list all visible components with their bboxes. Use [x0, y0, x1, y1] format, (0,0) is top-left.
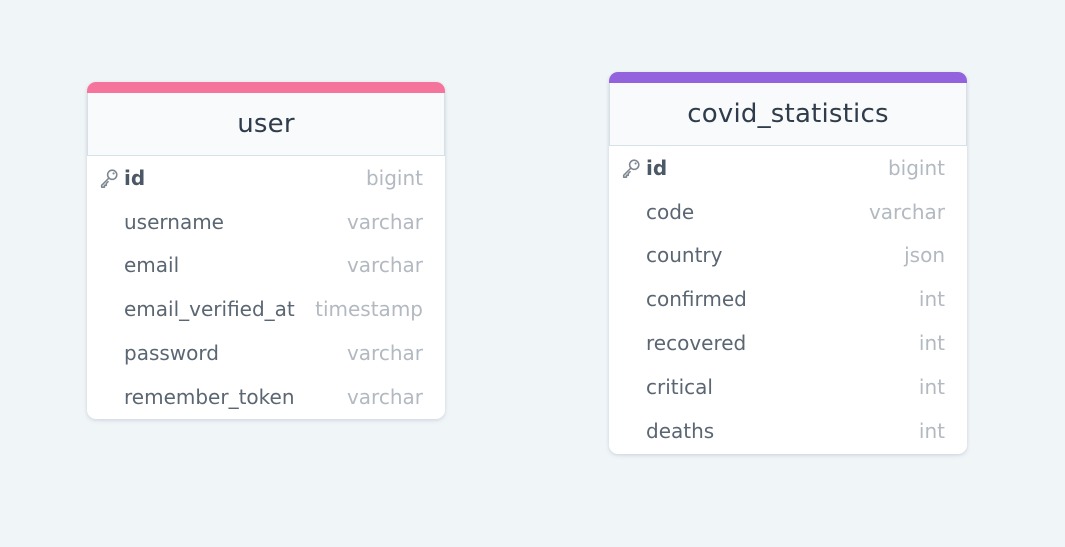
field-name: deaths [646, 418, 715, 443]
field-name: email [124, 253, 180, 278]
field-name: email_verified_at [124, 297, 295, 322]
field-name: username [124, 209, 224, 234]
field-type: varchar [346, 209, 423, 234]
field-name: code [646, 199, 695, 224]
field-row-user-id[interactable]: id bigint [87, 156, 445, 200]
field-name: confirmed [646, 287, 747, 312]
table-covid-statistics-fields: id bigint code varchar country json conf… [609, 146, 967, 453]
field-row-covid-recovered[interactable]: recovered int [609, 321, 967, 365]
field-type: varchar [346, 253, 423, 278]
table-user-header[interactable]: user [87, 93, 445, 156]
table-user-title: user [237, 109, 295, 139]
field-name: country [646, 243, 723, 268]
table-covid-statistics-accent-bar [609, 72, 967, 83]
field-type: varchar [346, 384, 423, 409]
key-icon [622, 159, 640, 178]
field-name: id [124, 165, 146, 190]
field-type: int [918, 287, 945, 312]
field-type: int [918, 374, 945, 399]
table-user-accent-bar [87, 82, 445, 93]
key-icon [100, 169, 118, 188]
field-row-user-password[interactable]: password varchar [87, 331, 445, 375]
field-type: varchar [346, 341, 423, 366]
field-type: varchar [868, 199, 945, 224]
table-covid-statistics[interactable]: covid_statistics id bigint code varchar … [609, 72, 967, 454]
field-row-covid-id[interactable]: id bigint [609, 146, 967, 190]
field-row-covid-deaths[interactable]: deaths int [609, 409, 967, 453]
field-type: timestamp [315, 297, 423, 322]
field-name: recovered [646, 331, 747, 356]
field-type: json [904, 243, 945, 268]
field-type: int [918, 418, 945, 443]
table-covid-statistics-title: covid_statistics [687, 99, 889, 129]
table-covid-statistics-header[interactable]: covid_statistics [609, 83, 967, 146]
field-type: int [918, 331, 945, 356]
field-name: password [124, 341, 219, 366]
field-row-user-username[interactable]: username varchar [87, 200, 445, 244]
field-name: critical [646, 374, 713, 399]
field-row-covid-confirmed[interactable]: confirmed int [609, 277, 967, 321]
field-row-user-email-verified-at[interactable]: email_verified_at timestamp [87, 287, 445, 331]
field-row-covid-critical[interactable]: critical int [609, 365, 967, 409]
field-type: bigint [887, 155, 945, 180]
field-row-covid-country[interactable]: country json [609, 234, 967, 278]
field-row-user-remember-token[interactable]: remember_token varchar [87, 375, 445, 419]
field-name: id [646, 155, 668, 180]
table-user-fields: id bigint username varchar email varchar… [87, 156, 445, 419]
field-row-covid-code[interactable]: code varchar [609, 190, 967, 234]
field-row-user-email[interactable]: email varchar [87, 244, 445, 288]
table-user[interactable]: user id bigint username varchar email va… [87, 82, 445, 419]
field-type: bigint [365, 165, 423, 190]
field-name: remember_token [124, 384, 295, 409]
